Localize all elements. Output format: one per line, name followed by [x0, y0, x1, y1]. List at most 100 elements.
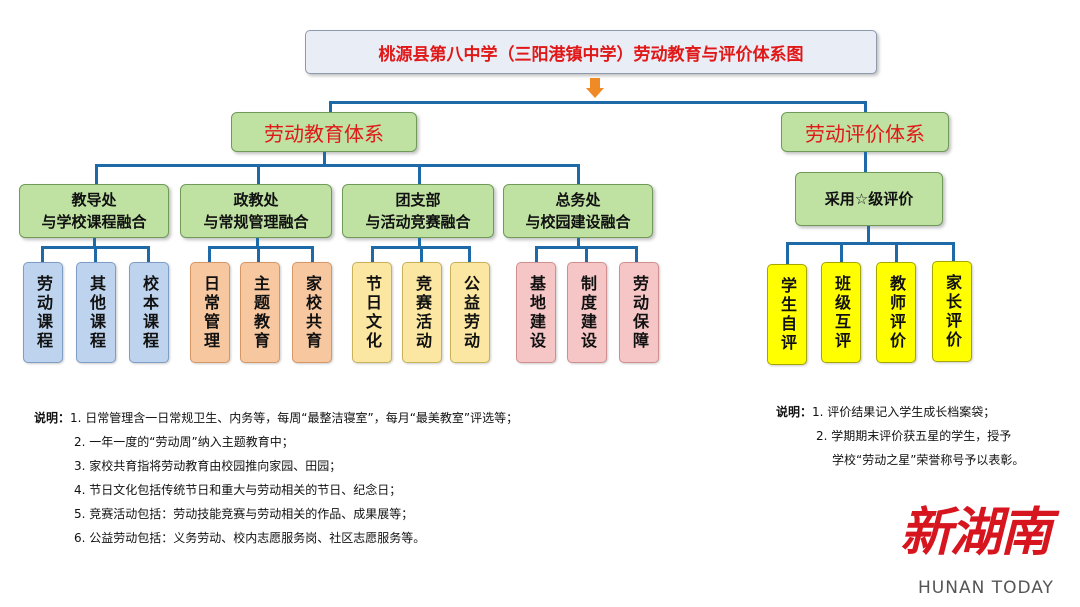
- leaf-item: 制度建设: [567, 262, 607, 363]
- brand-logo-text: 新湖南: [900, 502, 1052, 563]
- connector: [468, 246, 471, 262]
- note-text: 2. 一年一度的“劳动周”纳入主题教育中；: [74, 435, 294, 449]
- connector: [256, 238, 259, 248]
- evaluation-item: 学生自评: [767, 264, 807, 365]
- connector: [867, 226, 870, 244]
- department-focus: 与活动竞赛融合: [365, 213, 471, 231]
- leaf-label: 日常管理: [201, 274, 220, 351]
- leaf-label: 基地建设: [527, 274, 546, 351]
- leaf-item: 基地建设: [516, 262, 556, 363]
- note-line: 3. 家校共育指将劳动教育由校园推向家园、田园；: [34, 454, 634, 478]
- leaf-item: 劳动保障: [619, 262, 659, 363]
- connector: [329, 101, 332, 113]
- connector: [95, 164, 98, 184]
- connector: [257, 246, 260, 262]
- connector: [585, 246, 588, 262]
- leaf-item: 竞赛活动: [402, 262, 442, 363]
- evaluation-method-box: 采用☆级评价: [795, 172, 943, 226]
- connector: [41, 246, 44, 262]
- connector: [577, 164, 580, 184]
- down-arrow-icon: [586, 78, 604, 100]
- note-line: 4. 节日文化包括传统节日和重大与劳动相关的节日、纪念日；: [34, 478, 634, 502]
- evaluation-item: 班级互评: [821, 262, 861, 363]
- leaf-label: 其他课程: [87, 274, 106, 351]
- connector: [535, 246, 538, 262]
- leaf-item: 公益劳动: [450, 262, 490, 363]
- diagram-title-text: 桃源县第八中学（三阳港镇中学）劳动教育与评价体系图: [378, 44, 804, 65]
- connector: [371, 246, 374, 262]
- leaf-label: 家校共育: [303, 274, 322, 351]
- evaluation-item: 教师评价: [876, 262, 916, 363]
- evaluation-label: 教师评价: [887, 274, 906, 351]
- note-prefix: 说明：: [34, 411, 71, 425]
- evaluation-label: 家长评价: [943, 273, 962, 350]
- connector: [418, 164, 421, 184]
- connector: [94, 246, 97, 262]
- department-name: 团支部: [395, 191, 441, 209]
- connector: [420, 246, 423, 262]
- evaluation-label: 学生自评: [778, 276, 797, 353]
- department-focus: 与学校课程融合: [41, 213, 147, 231]
- connector: [786, 242, 789, 264]
- connector: [418, 238, 421, 248]
- connector: [786, 242, 955, 245]
- department-connector: [95, 164, 580, 167]
- leaf-item: 家校共育: [292, 262, 332, 363]
- connector: [577, 238, 580, 248]
- department-box-4: 总务处与校园建设融合: [503, 184, 653, 238]
- leaf-item: 其他课程: [76, 262, 116, 363]
- note-line: 5. 竞赛活动包括：劳动技能竞赛与劳动相关的作品、成果展等；: [34, 502, 634, 526]
- top-connector: [329, 101, 866, 104]
- education-system-label: 劳动教育体系: [264, 121, 384, 146]
- leaf-label: 劳动保障: [630, 274, 649, 351]
- leaf-item: 节日文化: [352, 262, 392, 363]
- leaf-label: 主题教育: [251, 274, 270, 351]
- leaf-label: 校本课程: [140, 274, 159, 351]
- leaf-item: 校本课程: [129, 262, 169, 363]
- diagram-title: 桃源县第八中学（三阳港镇中学）劳动教育与评价体系图: [305, 30, 877, 74]
- connector: [840, 242, 843, 264]
- brand-logo: 新湖南: [900, 498, 1070, 568]
- leaf-item: 日常管理: [190, 262, 230, 363]
- brand-english-text: HUNAN TODAY: [918, 578, 1054, 598]
- connector: [208, 246, 211, 262]
- note-text: 5. 竞赛活动包括：劳动技能竞赛与劳动相关的作品、成果展等；: [74, 507, 414, 521]
- department-name: 政教处: [233, 191, 279, 209]
- leaf-label: 竞赛活动: [413, 274, 432, 351]
- note-text: 1. 评价结果记入学生成长档案袋；: [812, 405, 996, 419]
- connector: [147, 246, 150, 262]
- notes-left: 说明：1. 日常管理含一日常规卫生、内务等，每周“最整洁寝室”，每月“最美教室”…: [34, 406, 634, 550]
- leaf-label: 制度建设: [578, 274, 597, 351]
- department-name: 总务处: [555, 191, 601, 209]
- education-system-box: 劳动教育体系: [231, 112, 417, 152]
- evaluation-system-label: 劳动评价体系: [805, 121, 925, 146]
- note-line: 学校“劳动之星”荣誉称号予以表彰。: [776, 448, 1076, 472]
- evaluation-method-label: 采用☆级评价: [824, 190, 914, 208]
- evaluation-item: 家长评价: [932, 261, 972, 362]
- note-text: 1. 日常管理含一日常规卫生、内务等，每周“最整洁寝室”，每月“最美教室”评选等…: [70, 411, 519, 425]
- connector: [864, 152, 867, 172]
- note-text: 2. 学期期末评价获五星的学生，授予: [816, 429, 1012, 443]
- evaluation-system-box: 劳动评价体系: [781, 112, 949, 152]
- note-text: 6. 公益劳动包括：义务劳动、校内志愿服务岗、社区志愿服务等。: [74, 531, 426, 545]
- note-prefix: 说明：: [776, 405, 813, 419]
- connector: [257, 164, 260, 184]
- connector: [895, 242, 898, 264]
- leaf-item: 主题教育: [240, 262, 280, 363]
- note-line: 说明：1. 日常管理含一日常规卫生、内务等，每周“最整洁寝室”，每月“最美教室”…: [34, 406, 634, 430]
- department-box-1: 教导处与学校课程融合: [19, 184, 169, 238]
- note-line: 说明：1. 评价结果记入学生成长档案袋；: [776, 400, 1076, 424]
- department-name: 教导处: [71, 191, 117, 209]
- department-box-3: 团支部与活动竞赛融合: [342, 184, 494, 238]
- department-box-2: 政教处与常规管理融合: [180, 184, 332, 238]
- brand-english: HUNAN TODAY: [918, 578, 1068, 600]
- connector: [635, 246, 638, 262]
- department-focus: 与常规管理融合: [203, 213, 309, 231]
- department-focus: 与校园建设融合: [525, 213, 631, 231]
- leaf-label: 劳动课程: [34, 274, 53, 351]
- note-text: 4. 节日文化包括传统节日和重大与劳动相关的节日、纪念日；: [74, 483, 402, 497]
- connector: [311, 246, 314, 262]
- leaf-label: 公益劳动: [461, 274, 480, 351]
- note-line: 2. 学期期末评价获五星的学生，授予: [776, 424, 1076, 448]
- leaf-item: 劳动课程: [23, 262, 63, 363]
